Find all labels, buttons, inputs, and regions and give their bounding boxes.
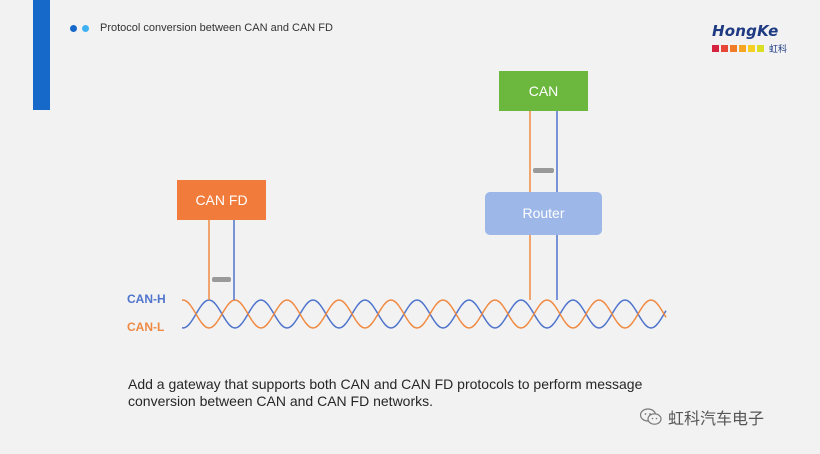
accent-bar xyxy=(33,0,50,110)
header-dots xyxy=(70,25,89,32)
can-l-wave xyxy=(182,299,667,329)
logo-square xyxy=(757,45,764,52)
can-fd-termination-resistor xyxy=(212,277,231,282)
wechat-icon xyxy=(639,408,662,426)
logo-chinese: 虹科 xyxy=(769,44,788,54)
can-node-label: CAN xyxy=(529,83,559,99)
hongke-logo: HongKe 虹科 xyxy=(712,22,808,55)
router-node xyxy=(485,192,602,235)
logo-square xyxy=(748,45,755,52)
can-fd-node xyxy=(177,180,266,220)
logo-square xyxy=(739,45,746,52)
logo-squares: 虹科 xyxy=(712,42,808,55)
logo-square xyxy=(730,45,737,52)
can-h-wave xyxy=(182,299,667,329)
header-dot-1 xyxy=(70,25,77,32)
logo-square xyxy=(712,45,719,52)
caption-text: Add a gateway that supports both CAN and… xyxy=(128,376,643,409)
watermark-text: 虹科汽车电子 xyxy=(668,411,765,428)
can-node xyxy=(499,71,588,111)
watermark: 虹科汽车电子 xyxy=(639,405,765,429)
logo-square xyxy=(721,45,728,52)
can-termination-resistor xyxy=(533,168,554,173)
header-dot-2 xyxy=(82,25,89,32)
can-h-label: CAN-H xyxy=(127,292,166,306)
can-fd-node-label: CAN FD xyxy=(195,192,247,208)
router-node-label: Router xyxy=(522,205,564,221)
page-title: Protocol conversion between CAN and CAN … xyxy=(100,22,333,34)
logo-brand: HongKe xyxy=(712,22,779,40)
can-l-label: CAN-L xyxy=(127,320,164,334)
